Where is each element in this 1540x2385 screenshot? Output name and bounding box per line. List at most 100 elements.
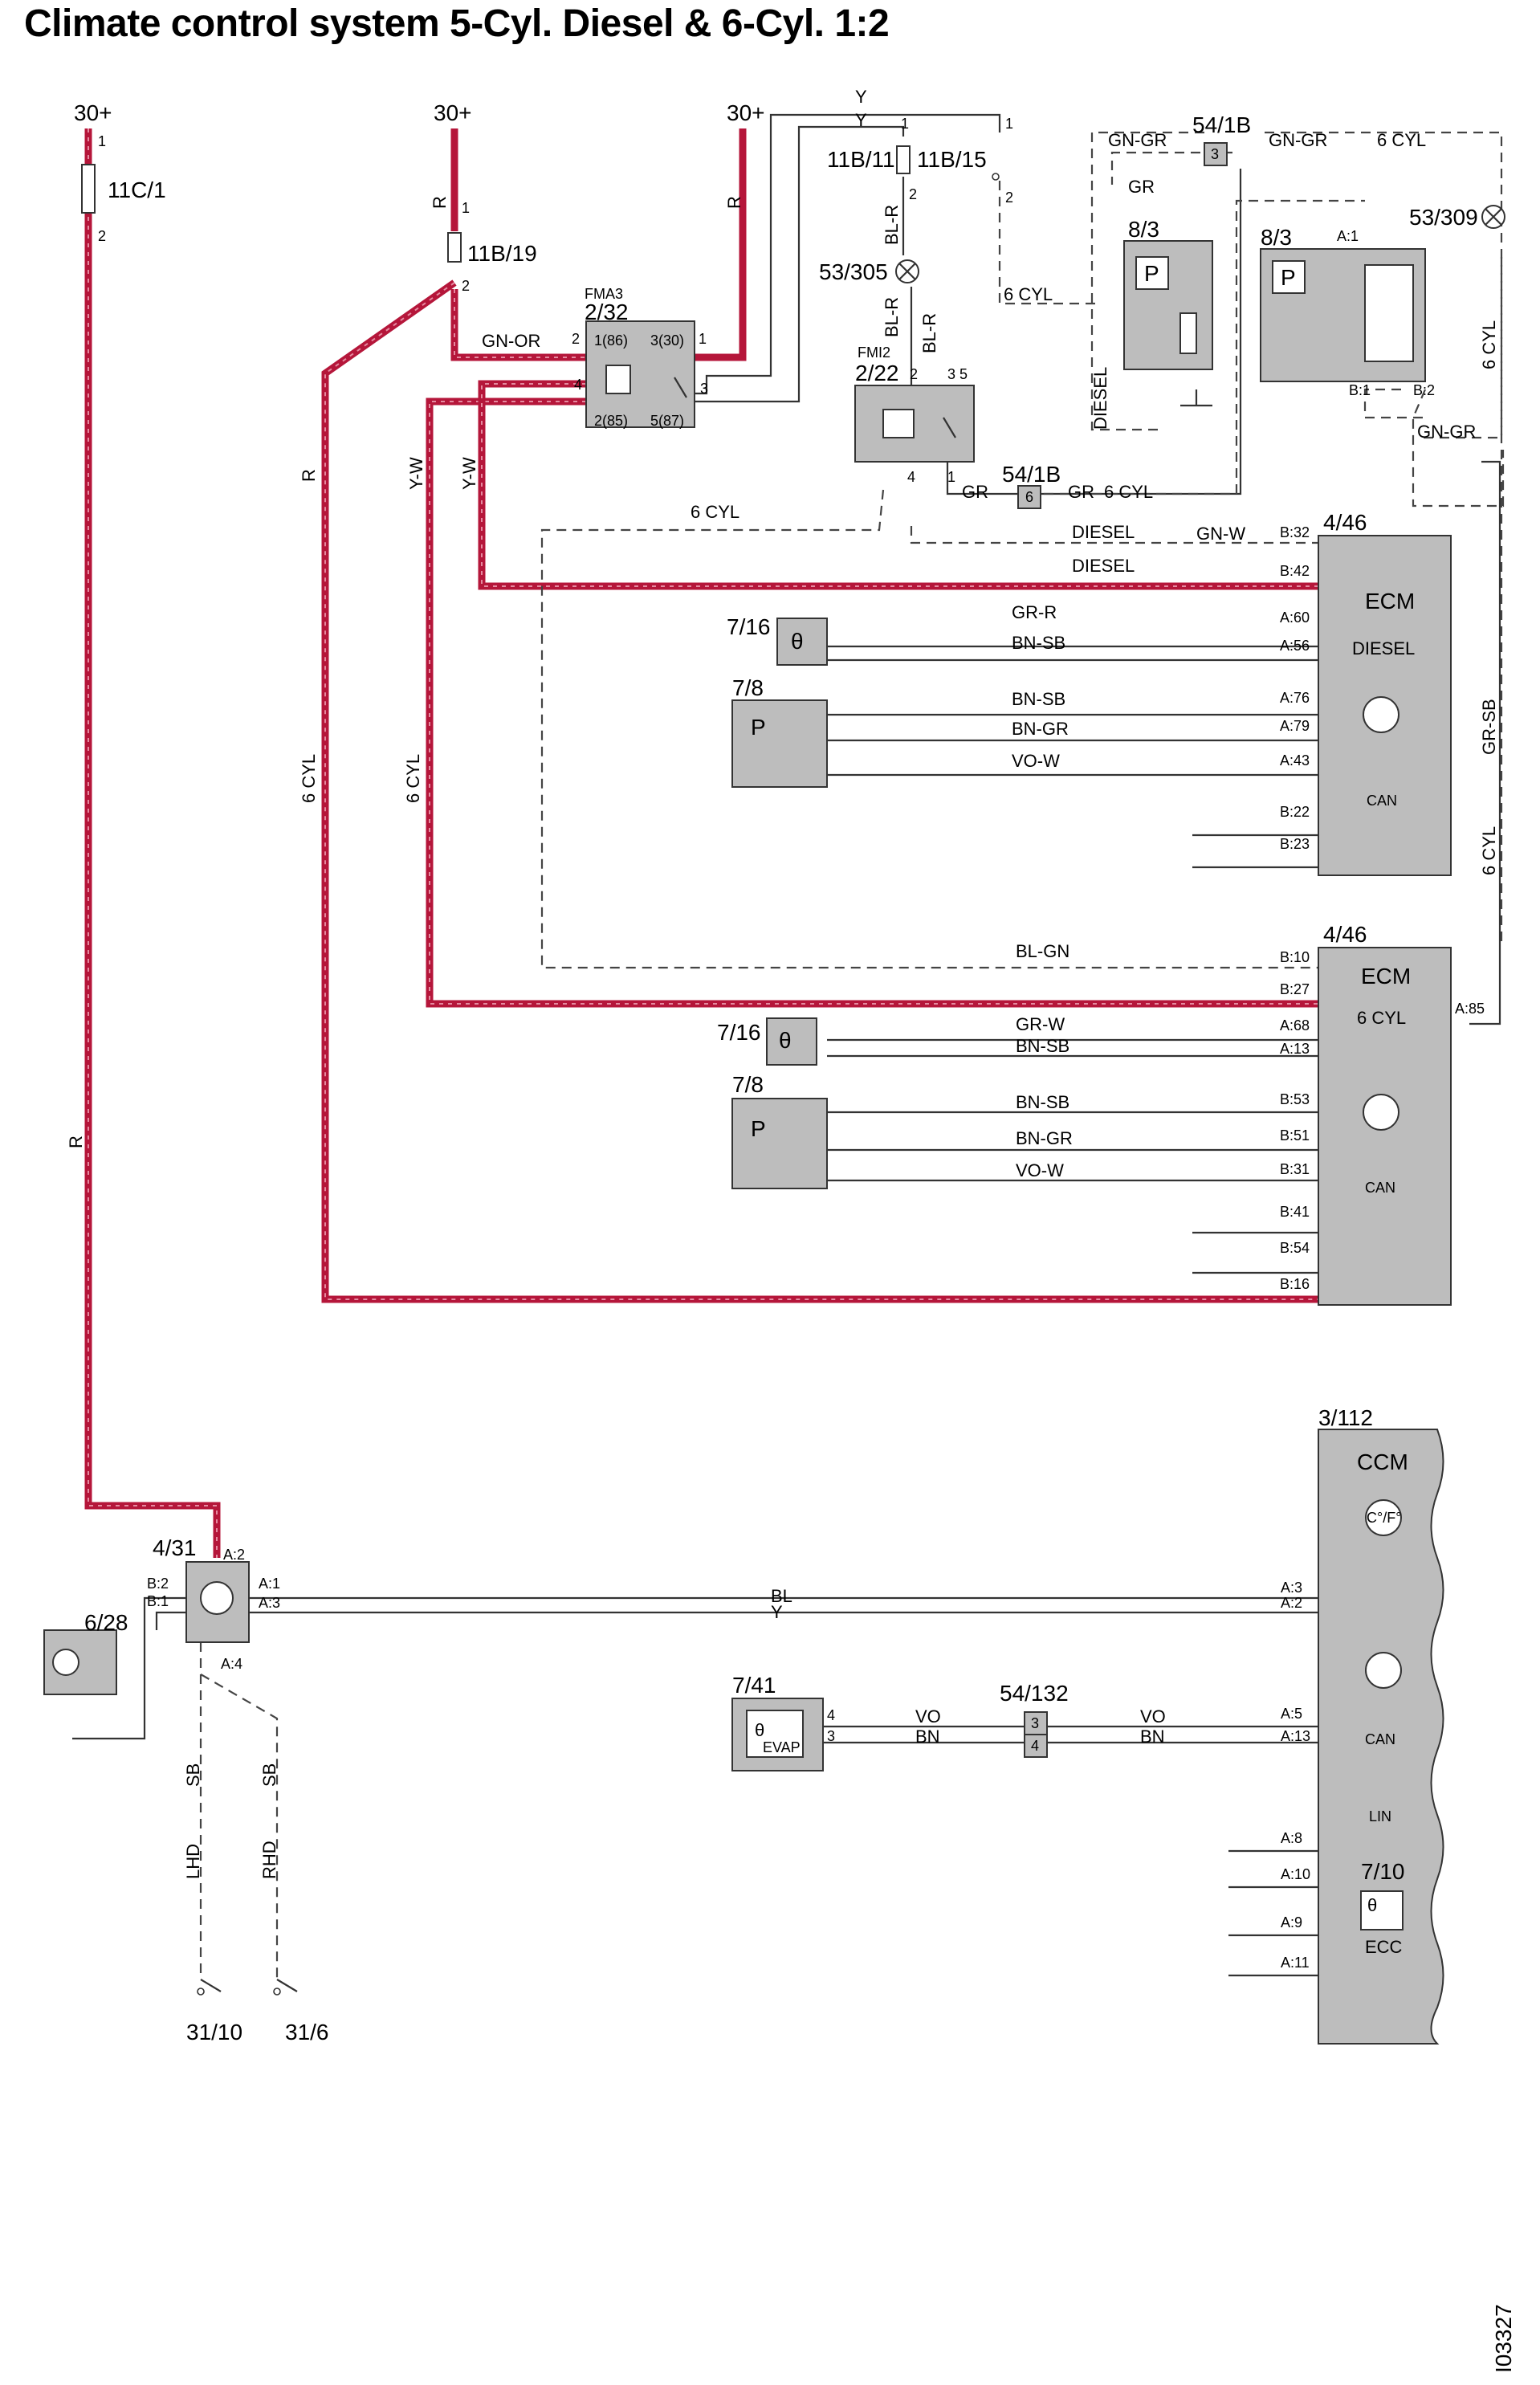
svg-text:2/22: 2/22 [855, 361, 899, 385]
svg-text:6 CYL: 6 CYL [1479, 826, 1499, 875]
svg-text:4: 4 [827, 1707, 835, 1723]
svg-text:RHD: RHD [259, 1841, 279, 1879]
variant-wires [199, 131, 1505, 1979]
svg-text:1: 1 [699, 331, 707, 347]
svg-text:GR: GR [1068, 482, 1094, 502]
svg-text:LHD: LHD [183, 1844, 203, 1879]
svg-text:GN-GR: GN-GR [1108, 130, 1167, 150]
supply-30-mid: 30+ [434, 100, 472, 125]
svg-text:B:27: B:27 [1280, 981, 1310, 997]
svg-text:EVAP: EVAP [763, 1739, 801, 1755]
sensor-7-8-6cyl: 7/8 P [731, 1072, 828, 1189]
svg-text:3: 3 [700, 381, 708, 397]
fuse-11c-1-label: 11C/1 [108, 177, 166, 202]
svg-text:CCM: CCM [1357, 1449, 1408, 1474]
ccm-3-112: 3/112 CCM C°/F° CAN LIN 7/10 θ ECC A:3 A… [1281, 1405, 1444, 2045]
svg-text:7/8: 7/8 [732, 1072, 764, 1097]
svg-text:BL-R: BL-R [919, 313, 939, 353]
svg-text:B:54: B:54 [1280, 1240, 1310, 1256]
svg-text:1: 1 [98, 133, 106, 149]
svg-text:6 CYL: 6 CYL [403, 754, 423, 803]
svg-text:6 CYL: 6 CYL [299, 754, 319, 803]
fuse-11b-11-label: 11B/11 [827, 147, 895, 172]
svg-text:1: 1 [1005, 116, 1013, 132]
svg-text:B:41: B:41 [1280, 1204, 1310, 1220]
document-id: I03327 [1491, 2304, 1516, 2373]
svg-text:ECC: ECC [1365, 1937, 1403, 1957]
svg-text:VO-W: VO-W [1012, 751, 1060, 771]
svg-text:6 CYL: 6 CYL [1104, 482, 1153, 502]
page-title: Climate control system 5-Cyl. Diesel & 6… [24, 2, 890, 45]
svg-text:GR-W: GR-W [1016, 1014, 1065, 1034]
svg-text:DIESEL: DIESEL [1352, 638, 1415, 658]
svg-text:6 CYL: 6 CYL [1479, 320, 1499, 369]
ecm-diesel: 4/46 ECM DIESEL CAN B:32 B:42 A:60 A:56 … [1280, 510, 1452, 876]
sensor-7-16-6cyl: 7/16 θ [717, 1017, 817, 1066]
svg-text:A:8: A:8 [1281, 1830, 1302, 1846]
supply-30-left: 30+ [74, 100, 112, 125]
svg-text:VO: VO [915, 1706, 941, 1727]
svg-text:A:79: A:79 [1280, 718, 1310, 734]
pressure-switch-8-3-6cyl: 8/3 P A:1 B:1 B:2 [1260, 225, 1435, 398]
fuse-11c-1-body [81, 164, 96, 214]
svg-text:BN-SB: BN-SB [1012, 689, 1065, 709]
svg-text:Y: Y [855, 110, 867, 130]
svg-text:2(85): 2(85) [594, 413, 628, 429]
svg-text:BN: BN [1140, 1727, 1165, 1747]
svg-text:4: 4 [907, 469, 915, 485]
svg-text:A:2: A:2 [1281, 1595, 1302, 1611]
svg-text:1: 1 [947, 469, 955, 485]
sensor-7-8-diesel: 7/8 P [731, 675, 828, 788]
pressure-switch-8-3-diesel: 8/3 P [1123, 217, 1213, 370]
svg-text:4/31: 4/31 [153, 1535, 197, 1560]
svg-text:BL-GN: BL-GN [1016, 941, 1069, 961]
svg-text:3/112: 3/112 [1318, 1405, 1373, 1430]
svg-text:A:13: A:13 [1281, 1728, 1310, 1744]
fuse-11b-11-body [896, 145, 911, 174]
svg-text:B:53: B:53 [1280, 1091, 1310, 1107]
svg-text:4: 4 [574, 377, 582, 393]
svg-text:DIESEL: DIESEL [1090, 367, 1110, 430]
supply-30-right: 30+ [727, 100, 765, 125]
svg-text:A:11: A:11 [1281, 1955, 1310, 1971]
svg-text:A:1: A:1 [1337, 228, 1359, 244]
svg-text:θ: θ [1367, 1895, 1377, 1915]
svg-text:2: 2 [462, 278, 470, 294]
svg-text:4/46: 4/46 [1323, 510, 1367, 535]
svg-text:SB: SB [259, 1763, 279, 1787]
svg-text:2: 2 [1005, 190, 1013, 206]
ecm-6cyl: 4/46 ECM 6 CYL CAN A:85 B:10 B:27 A:68 A… [1280, 922, 1485, 1306]
svg-text:GN-W: GN-W [1196, 524, 1245, 544]
svg-text:B:31: B:31 [1280, 1161, 1310, 1177]
svg-text:A:5: A:5 [1281, 1706, 1302, 1722]
lamp-53-305: 53/305 [819, 259, 919, 284]
svg-text:P: P [751, 1116, 766, 1141]
fuse-11b-15-label: 11B/15 [917, 147, 987, 172]
svg-text:2: 2 [98, 228, 106, 244]
svg-text:R: R [66, 1135, 86, 1148]
svg-text:1: 1 [901, 116, 909, 132]
svg-text:ECM: ECM [1365, 589, 1415, 614]
svg-text:BN: BN [915, 1727, 940, 1747]
svg-text:8/3: 8/3 [1128, 217, 1159, 242]
svg-text:54/1B: 54/1B [1002, 462, 1061, 487]
svg-text:A:68: A:68 [1280, 1017, 1310, 1034]
svg-text:B:32: B:32 [1280, 524, 1310, 540]
svg-text:2: 2 [572, 331, 580, 347]
svg-text:3: 3 [1211, 146, 1219, 162]
svg-text:B:42: B:42 [1280, 563, 1310, 579]
svg-text:5(87): 5(87) [650, 413, 684, 429]
svg-text:B:16: B:16 [1280, 1276, 1310, 1292]
svg-text:A:85: A:85 [1455, 1001, 1485, 1017]
svg-text:R: R [299, 469, 319, 482]
svg-text:B:1: B:1 [1349, 382, 1371, 398]
svg-text:BN-SB: BN-SB [1012, 633, 1065, 653]
svg-text:FMI2: FMI2 [858, 344, 890, 361]
svg-text:B:10: B:10 [1280, 949, 1310, 965]
svg-text:BN-SB: BN-SB [1016, 1036, 1069, 1056]
svg-text:GN-GR: GN-GR [1269, 130, 1327, 150]
svg-text:B:2: B:2 [1413, 382, 1435, 398]
svg-text:DIESEL: DIESEL [1072, 522, 1135, 542]
relay-fmi2: FMI2 2/22 2 3 5 4 1 GR [854, 344, 988, 502]
svg-text:A:9: A:9 [1281, 1914, 1302, 1930]
